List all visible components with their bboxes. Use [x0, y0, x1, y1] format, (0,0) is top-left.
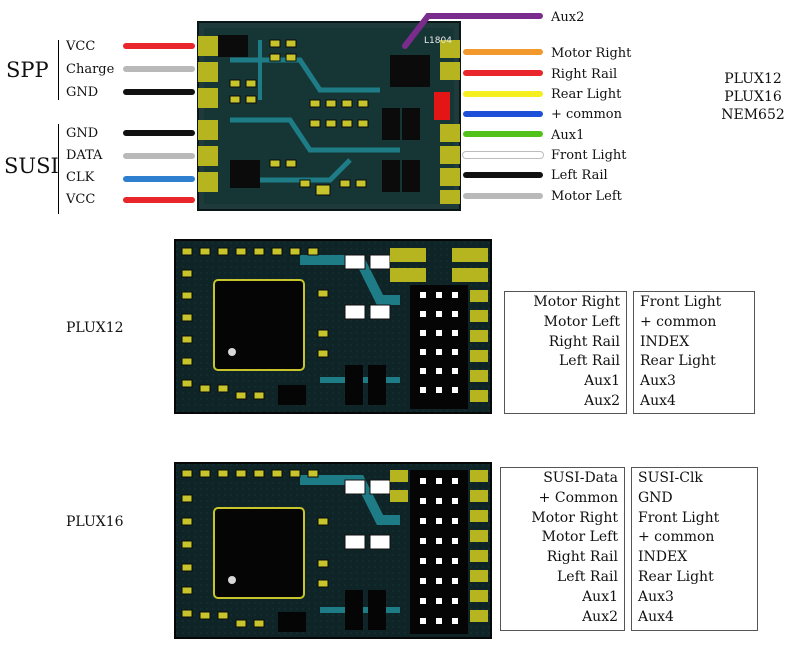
- top-left-wires: [123, 43, 195, 203]
- plux12-board: [174, 239, 492, 414]
- plux16-right-pin-table: SUSI-Clk GND Front Light + common INDEX …: [631, 467, 758, 631]
- plux16-left-pin-table: SUSI-Data + Common Motor Right Motor Lef…: [500, 467, 625, 631]
- spp-pin-charge: Charge: [66, 62, 115, 77]
- pin-label-motor-right: Motor Right: [551, 46, 632, 61]
- plux12-left-pin: Motor Right: [533, 294, 620, 310]
- plux12-right-pin: + common: [640, 313, 717, 330]
- model-list: PLUX12 PLUX16 NEM652: [718, 70, 788, 124]
- plux16-left-pin: Motor Right: [531, 509, 618, 526]
- plux16-left-pin: Aux2: [582, 608, 618, 625]
- pin-label-plus-common: + common: [551, 107, 622, 122]
- plux16-left-pin: Aux1: [582, 588, 618, 605]
- plux12-label: PLUX12: [66, 320, 124, 336]
- plux12-left-pin: Right Rail: [548, 333, 620, 350]
- susi-pin-gnd: GND: [66, 126, 99, 141]
- plux16-right-pin: + common: [638, 529, 715, 546]
- plux12-right-pin: Aux4: [640, 392, 676, 409]
- board-marking: L1804: [424, 36, 452, 46]
- plux16-left-pin: Motor Left: [541, 529, 618, 546]
- plux16-right-pin: Front Light: [638, 509, 720, 526]
- plux12-right-pin: Rear Light: [640, 353, 716, 370]
- pin-label-right-rail: Right Rail: [551, 67, 618, 82]
- plux12-right-pin: Aux3: [640, 373, 676, 390]
- plux16-right-pin: INDEX: [638, 549, 688, 566]
- plux12-right-pin: INDEX: [640, 333, 690, 350]
- susi-pin-clk: CLK: [66, 170, 95, 185]
- plux12-left-pin: Left Rail: [558, 353, 620, 370]
- top-right-wires: [402, 13, 544, 199]
- plux16-left-pin: + Common: [538, 489, 618, 506]
- plux16-label: PLUX16: [66, 514, 124, 530]
- pin-label-rear-light: Rear Light: [551, 87, 622, 102]
- susi-pin-data: DATA: [66, 148, 103, 163]
- pin-label-front-light: Front Light: [551, 148, 627, 163]
- spp-bracket: [58, 40, 59, 100]
- plux16-right-pin: Aux3: [638, 588, 674, 605]
- model-plux16: PLUX16: [724, 89, 782, 105]
- plux16-right-pin: SUSI-Clk: [638, 470, 703, 486]
- plux12-right-pin: Front Light: [640, 294, 722, 310]
- wire-aux2: [402, 13, 543, 49]
- plux16-right-pin: GND: [638, 489, 673, 506]
- model-plux12: PLUX12: [724, 71, 782, 87]
- plux16-board: [174, 462, 492, 639]
- plux12-left-pin: Motor Left: [543, 313, 620, 330]
- plux12-left-pin: Aux2: [584, 392, 620, 409]
- plux12-left-pin: Aux1: [584, 373, 620, 390]
- plux12-right-pin-table: Front Light + common INDEX Rear Light Au…: [633, 291, 755, 414]
- susi-bracket: [58, 124, 59, 214]
- spp-group-label: SPP: [6, 58, 49, 82]
- model-nem652: NEM652: [721, 107, 785, 123]
- spp-pin-vcc: VCC: [66, 39, 96, 54]
- plux16-left-pin: SUSI-Data: [543, 470, 618, 486]
- susi-pin-vcc: VCC: [66, 192, 96, 207]
- plux16-right-pin: Aux4: [638, 608, 674, 625]
- top-decoder-board: [197, 21, 461, 211]
- plux12-left-pin-table: Motor Right Motor Left Right Rail Left R…: [504, 291, 627, 414]
- pin-label-aux1: Aux1: [551, 128, 585, 143]
- pin-label-left-rail: Left Rail: [551, 168, 608, 183]
- spp-pin-gnd: GND: [66, 85, 99, 100]
- pin-label-aux2: Aux2: [551, 10, 585, 25]
- pin-label-motor-left: Motor Left: [551, 189, 622, 204]
- susi-group-label: SUSI: [4, 154, 59, 178]
- plux16-right-pin: Rear Light: [638, 568, 714, 585]
- plux16-left-pin: Left Rail: [556, 568, 618, 585]
- plux16-left-pin: Right Rail: [546, 549, 618, 566]
